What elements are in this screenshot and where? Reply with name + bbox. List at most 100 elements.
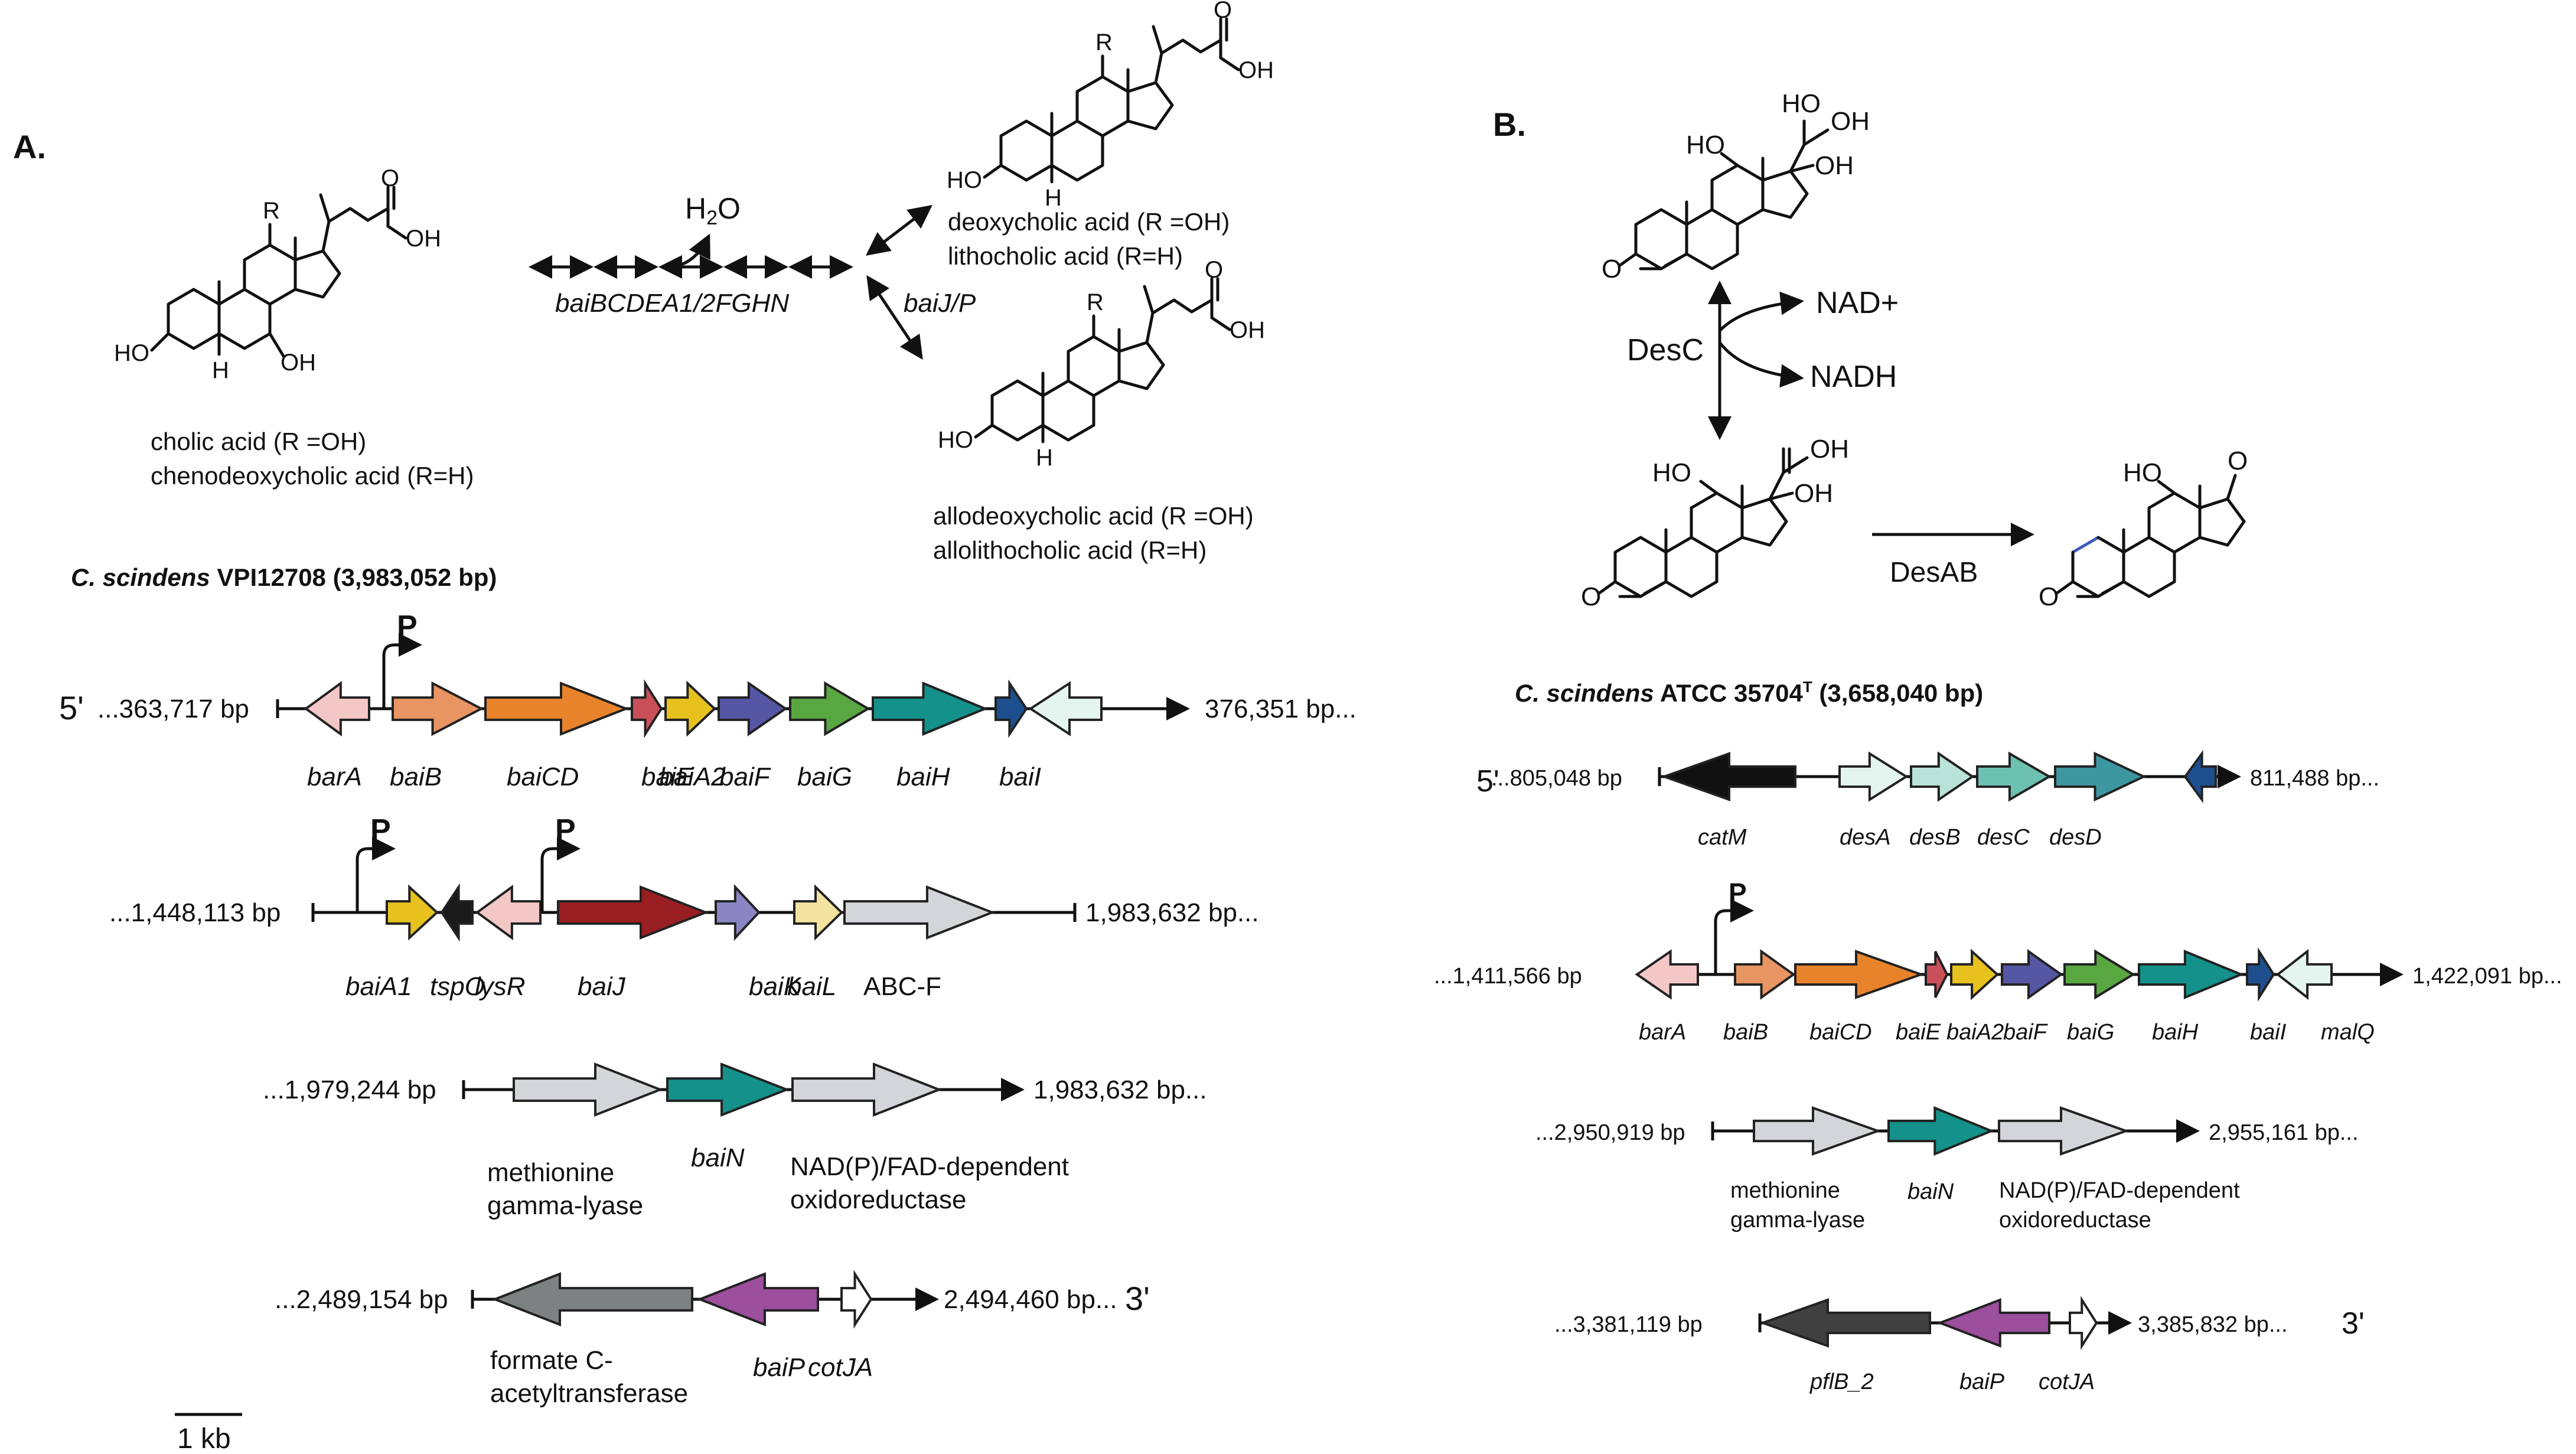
gene-label: baiA2 (659, 762, 726, 791)
cortisol-structure: O HO HO OH OH (1602, 89, 1870, 283)
o-label: O (1205, 257, 1223, 283)
gene-label: baiG (2067, 1020, 2114, 1045)
gene-arrow-methionine-gamma-lyase (513, 1062, 664, 1117)
gene-label: oxidoreductase (1999, 1208, 2151, 1233)
oh-acid-label: OH (406, 226, 441, 252)
cholic-acid-name: cholic acid (R =OH) chenodeoxycholic aci… (151, 428, 474, 490)
gene-arrow-bara (304, 681, 370, 736)
gene-label: pflB_2 (1809, 1370, 1874, 1394)
h2o-label: H2O (685, 192, 741, 229)
oh-label: OH (1810, 435, 1849, 464)
nadh-arrow (1719, 341, 1804, 388)
gene-label: baiB (390, 762, 442, 791)
scale-bar-label: 1 kb (177, 1423, 231, 1454)
androgen-structure: O HO O (2039, 446, 2248, 611)
ho-label: HO (2123, 458, 2162, 487)
gene-label: baiH (896, 762, 950, 791)
gene-arrow-bain (1887, 1106, 1995, 1156)
o-label: O (2039, 582, 2059, 611)
gene-label: baiK (749, 972, 802, 1001)
o-label: O (1602, 255, 1622, 283)
start-coordinate: ...3,381,119 bp (1554, 1312, 1703, 1337)
gene-label: formate C- (490, 1346, 613, 1375)
gene-label: ABC-F (863, 972, 941, 1001)
gene-label: baiA2 (1946, 1020, 2004, 1045)
gene-arrow-baip (696, 1272, 819, 1326)
gene-arrow-unnamed (1028, 681, 1103, 736)
gene-arrow-baih (872, 682, 989, 736)
ho-label: HO (938, 427, 973, 453)
gene-arrow-desd (2054, 751, 2147, 802)
gene-arrow-cotja (840, 1270, 873, 1329)
start-coordinate: ...2,950,919 bp (1535, 1120, 1685, 1145)
gene-arrow-cotja (2069, 1296, 2098, 1350)
gene-label: desC (1977, 825, 2030, 850)
compound-name: allolithocholic acid (R=H) (933, 536, 1207, 564)
o-label: O (2228, 446, 2248, 475)
gene-label: tspO (430, 972, 485, 1001)
arrow-to-allodeoxycholic (866, 275, 923, 360)
ho-label: HO (1782, 89, 1821, 118)
r-label: R (263, 198, 280, 224)
r-label: R (1087, 289, 1104, 315)
compound-name: chenodeoxycholic acid (R=H) (151, 462, 474, 490)
gene-label: baiH (2152, 1020, 2199, 1045)
gene-arrow-baij (557, 885, 709, 940)
strain-details: VPI12708 (3,983,052 bp) (210, 563, 497, 591)
promoter-arrow (382, 633, 422, 709)
scale-bar: 1 kb (175, 1413, 242, 1454)
end-coordinate: 2,494,460 bp... (944, 1285, 1117, 1314)
bai-operon-label: baiBCDEA1/2FGHN (555, 289, 789, 318)
gene-arrow-baik (715, 884, 761, 941)
h-label: H (212, 357, 229, 383)
gene-arrow-desc (1976, 751, 2052, 802)
strain-header-b: C. scindens ATCC 35704T (3,658,040 bp) (1515, 678, 1983, 707)
gene-label: methionine (487, 1158, 614, 1187)
gene-arrow-baia2 (1950, 948, 1999, 1000)
gene-arrow-nad-p-fad-dependent-oxidoreductase (791, 1062, 943, 1117)
start-coordinate: ...2,489,154 bp (275, 1285, 448, 1314)
gene-arrow-abc-f (843, 885, 996, 940)
gene-arrow-baie (631, 679, 663, 738)
o-label: O (1214, 0, 1232, 23)
gene-arrow-bain (666, 1062, 790, 1117)
gene-arrow-baia1 (386, 884, 439, 941)
gene-arrow-baig (2063, 949, 2135, 1000)
strain-details: ATCC 35704 (1654, 679, 1804, 707)
compound-name: deoxycholic acid (R =OH) (948, 208, 1230, 236)
bai-pathway-arrows (529, 233, 853, 279)
arrow-to-deoxycholic (866, 204, 932, 256)
nadh-label: NADH (1810, 360, 1897, 394)
oh-acid-label: OH (1230, 317, 1265, 343)
gene-label: baiF (719, 762, 771, 791)
gene-arrow-baih (2138, 950, 2245, 999)
gene-label: oxidoreductase (790, 1185, 966, 1214)
gene-arrow-methionine-gamma-lyase (1753, 1106, 1882, 1156)
gene-label: baiE (641, 762, 694, 791)
gene-label: baiI (2250, 1020, 2287, 1045)
ho-label: HO (947, 167, 982, 193)
end-coordinate: 1,983,632 bp... (1033, 1075, 1207, 1104)
ho-label: HO (1686, 131, 1725, 159)
gene-arrow-baii (2246, 947, 2275, 1002)
strain-species: C. scindens (71, 563, 210, 591)
gene-label: desD (2049, 825, 2102, 850)
baijp-label: baiJ/P (904, 289, 976, 318)
promoter-arrow (1714, 899, 1754, 974)
end-coordinate: 3,385,832 bp... (2138, 1312, 2288, 1337)
gene-label: malQ (2321, 1020, 2375, 1045)
gene-label: cotJA (808, 1353, 873, 1382)
allodeoxycholic-acid-structure: R HO H O OH (938, 257, 1265, 471)
end-coordinate: 811,488 bp... (2250, 766, 2379, 791)
oh-label: OH (1794, 479, 1833, 508)
gene-label: NAD(P)/FAD-dependent (790, 1152, 1069, 1181)
o-label: O (381, 165, 399, 191)
